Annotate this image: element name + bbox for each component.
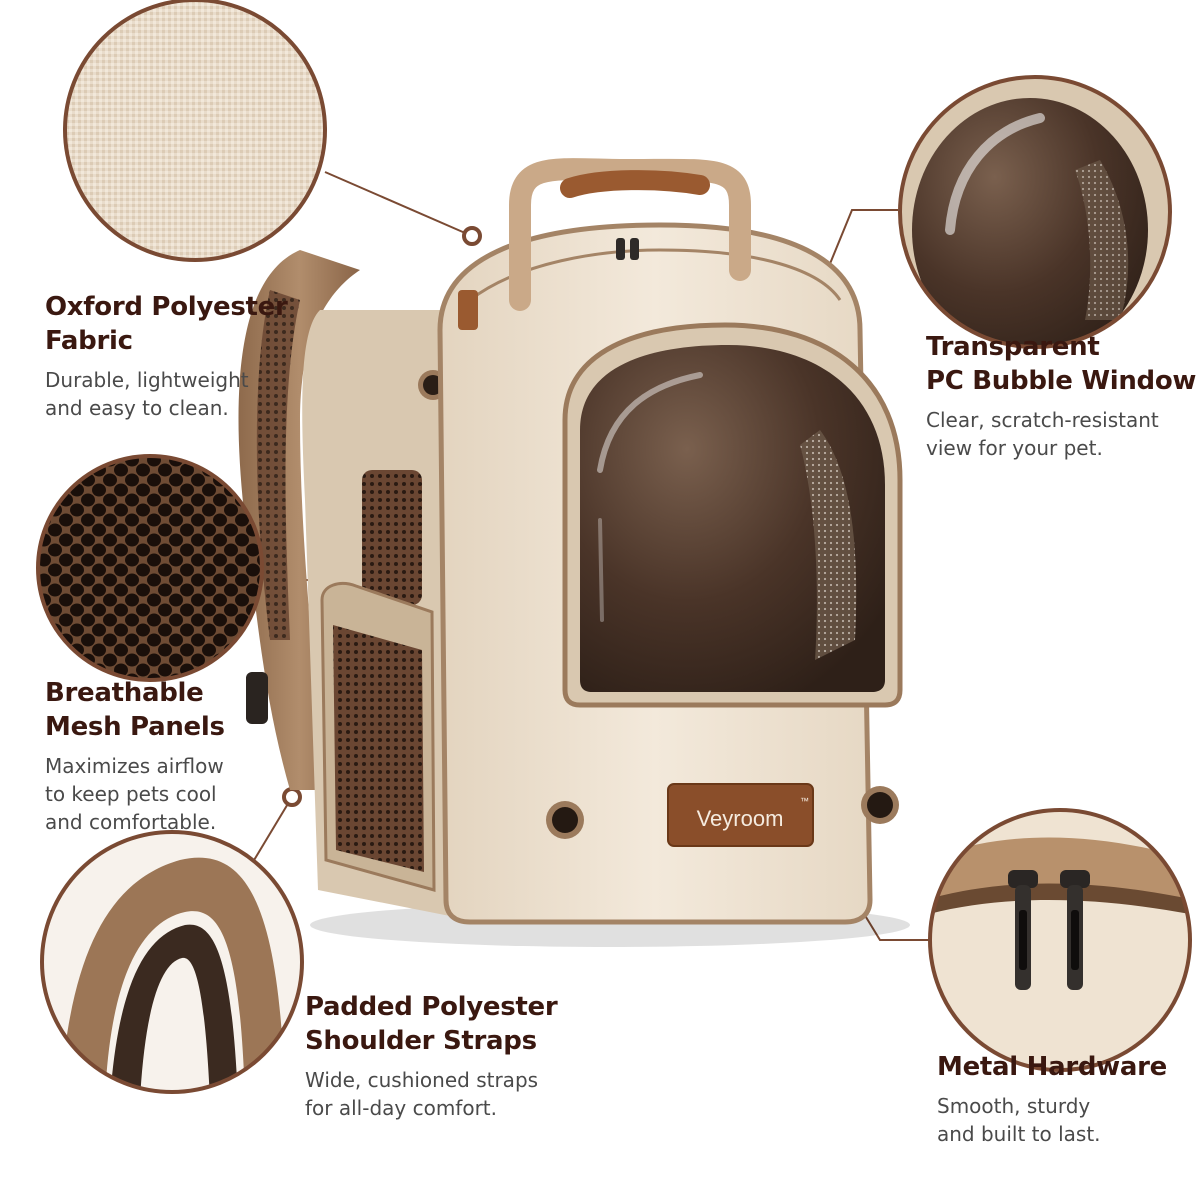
feature-description: Durable, lightweight and easy to clean. xyxy=(45,366,288,422)
feature-title-line: Fabric xyxy=(45,326,133,356)
feature-metal-hardware: Metal Hardware Smooth, sturdy and built … xyxy=(937,1050,1167,1148)
backpack-illustration xyxy=(238,158,910,947)
feature-title-line: Transparent xyxy=(926,332,1100,362)
mesh-texture-icon xyxy=(36,454,264,682)
brand-trademark: ™ xyxy=(800,796,809,806)
feature-desc-line: Wide, cushioned straps xyxy=(305,1068,539,1092)
feature-title: Transparent PC Bubble Window xyxy=(926,330,1196,398)
feature-title-line: Padded Polyester xyxy=(305,992,558,1022)
feature-oxford-fabric: Oxford Polyester Fabric Durable, lightwe… xyxy=(45,290,288,422)
feature-title-line: Shoulder Straps xyxy=(305,1026,537,1056)
feature-bubble-window: Transparent PC Bubble Window Clear, scra… xyxy=(926,330,1196,462)
feature-title: Breathable Mesh Panels xyxy=(45,676,225,744)
feature-desc-line: to keep pets cool xyxy=(45,782,217,806)
fabric-texture-icon xyxy=(63,0,327,262)
feature-desc-line: Smooth, sturdy xyxy=(937,1094,1091,1118)
feature-shoulder-straps: Padded Polyester Shoulder Straps Wide, c… xyxy=(305,990,558,1122)
feature-title: Metal Hardware xyxy=(937,1050,1167,1084)
feature-desc-line: and easy to clean. xyxy=(45,396,229,420)
feature-desc-line: Clear, scratch-resistant xyxy=(926,408,1159,432)
feature-description: Wide, cushioned straps for all-day comfo… xyxy=(305,1066,557,1122)
feature-desc-line: and comfortable. xyxy=(45,810,217,834)
feature-description: Maximizes airflow to keep pets cool and … xyxy=(45,752,225,836)
zipper-pull-icon xyxy=(928,808,1192,1072)
feature-title-line: Breathable xyxy=(45,678,204,708)
brand-label: Veyroom xyxy=(697,806,784,831)
feature-mesh-panels: Breathable Mesh Panels Maximizes airflow… xyxy=(45,676,225,836)
feature-title: Padded Polyester Shoulder Straps xyxy=(305,990,558,1058)
shoulder-strap-icon xyxy=(40,830,304,1094)
feature-title-line: Oxford Polyester xyxy=(45,292,288,322)
feature-desc-line: view for your pet. xyxy=(926,436,1103,460)
feature-desc-line: and built to last. xyxy=(937,1122,1101,1146)
feature-desc-line: for all-day comfort. xyxy=(305,1096,498,1120)
feature-description: Clear, scratch-resistant view for your p… xyxy=(926,406,1196,462)
feature-desc-line: Durable, lightweight xyxy=(45,368,249,392)
feature-description: Smooth, sturdy and built to last. xyxy=(937,1092,1167,1148)
feature-title-line: Mesh Panels xyxy=(45,712,225,742)
feature-title: Oxford Polyester Fabric xyxy=(45,290,288,358)
feature-title-line: PC Bubble Window xyxy=(926,366,1197,396)
feature-title-line: Metal Hardware xyxy=(937,1052,1168,1082)
feature-desc-line: Maximizes airflow xyxy=(45,754,224,778)
bubble-window-icon xyxy=(898,75,1172,349)
